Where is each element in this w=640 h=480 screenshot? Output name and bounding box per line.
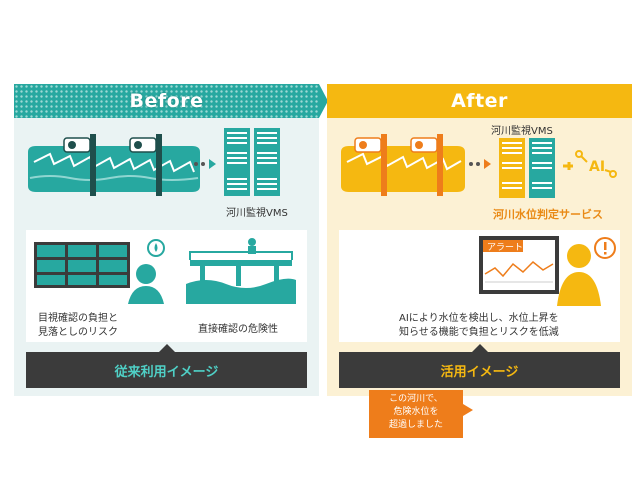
after-river-camera-illustration bbox=[333, 128, 473, 200]
bubble-line2: 危険水位を bbox=[369, 406, 463, 419]
alert-monitor-operator-illustration: アラート bbox=[469, 234, 619, 308]
after-service-label: 河川水位判定サービス bbox=[493, 206, 603, 222]
after-card: アラート この河川で、 危険水位を 超過しました AIにより水位を検出し、水位上… bbox=[339, 230, 620, 342]
camera-icon bbox=[64, 138, 90, 152]
before-panel: Before 河川監視VMS bbox=[14, 84, 319, 396]
after-vms-label: 河川監視VMS bbox=[491, 122, 553, 137]
camera-icon bbox=[411, 138, 437, 152]
before-risk1-line1: 目視確認の負担と bbox=[38, 312, 118, 326]
flow-arrow-icon bbox=[192, 158, 222, 170]
after-flow-arrow-icon bbox=[467, 158, 497, 170]
before-footer-label: 従来利用イメージ bbox=[115, 361, 219, 380]
after-footer-bar: 活用イメージ bbox=[339, 352, 620, 388]
camera-icon bbox=[130, 138, 156, 152]
camera-icon bbox=[355, 138, 381, 152]
before-footer-bar: 従来利用イメージ bbox=[26, 352, 307, 388]
after-footer-label: 活用イメージ bbox=[441, 361, 519, 380]
river-camera-illustration bbox=[20, 128, 210, 200]
monitor-operator-illustration bbox=[32, 236, 172, 304]
after-panel: After 河川監視VMS bbox=[327, 84, 632, 396]
bubble-line1: この河川で、 bbox=[369, 393, 463, 406]
before-header: Before bbox=[14, 84, 319, 118]
before-card: 目視確認の負担と 見落としのリスク 直接確認の危険性 bbox=[26, 230, 307, 342]
after-header-title: After bbox=[451, 90, 508, 112]
before-risk1-line2: 見落としのリスク bbox=[38, 326, 118, 340]
ai-network-icon: AI bbox=[559, 144, 623, 184]
after-desc-line1: AIにより水位を検出し、水位上昇を bbox=[399, 312, 559, 326]
after-vms-server-icon bbox=[497, 136, 557, 200]
before-risk2: 直接確認の危険性 bbox=[198, 320, 278, 335]
bridge-inspector-illustration bbox=[186, 236, 296, 304]
danger-alert-bubble: この河川で、 危険水位を 超過しました bbox=[369, 390, 463, 438]
vms-server-icon bbox=[222, 126, 282, 198]
after-desc-line2: 知らせる機能で負担とリスクを低減 bbox=[399, 326, 559, 340]
ai-label: AI bbox=[589, 159, 605, 175]
before-vms-label: 河川監視VMS bbox=[226, 204, 288, 219]
alert-title: アラート bbox=[487, 242, 523, 253]
before-header-title: Before bbox=[130, 90, 204, 112]
after-header: After bbox=[327, 84, 632, 118]
bubble-line3: 超過しました bbox=[369, 419, 463, 432]
